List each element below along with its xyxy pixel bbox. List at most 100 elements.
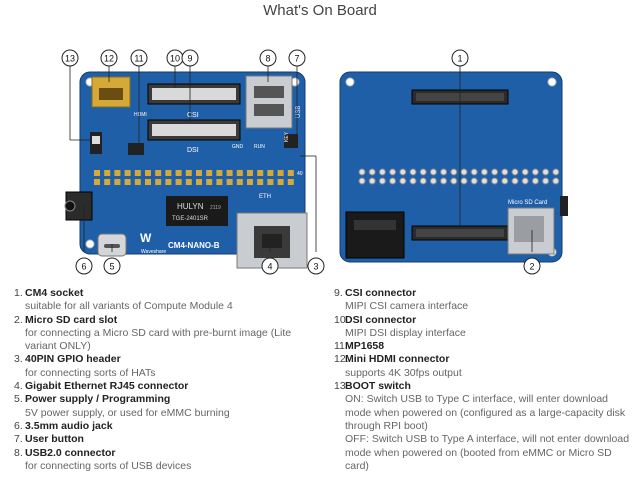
csi-silk: CSI: [187, 112, 199, 119]
gpio-pin: [165, 179, 172, 185]
item-name: USB2.0 connector: [25, 446, 116, 459]
run-silk: RUN: [254, 144, 265, 150]
back-connector: [345, 211, 405, 259]
item-description-2: OFF: Switch USB to Type A interface, wil…: [345, 433, 630, 472]
item-number: 7.: [14, 433, 23, 446]
gpio-pad: [368, 168, 376, 176]
gpio-pad: [440, 168, 448, 176]
callout-lines: [69, 66, 533, 252]
svg-text:3: 3: [313, 262, 318, 272]
gpio-pin: [206, 170, 213, 176]
gpio-pin: [155, 170, 162, 176]
gpio-pin: [277, 170, 284, 176]
gpio-pad: [531, 168, 539, 176]
brand-silk: Waveshare: [141, 249, 166, 255]
item-number: 3.: [14, 353, 23, 366]
gpio-pin: [185, 170, 192, 176]
item-name: 3.5mm audio jack: [25, 419, 113, 432]
item-number: 10.: [334, 313, 349, 326]
callout-10: 10: [166, 49, 184, 67]
gpio-pad: [450, 168, 458, 176]
gpio-pad: [419, 177, 427, 185]
item-number: 11.: [334, 340, 348, 353]
feature-list-item: 7.User button: [14, 433, 319, 446]
waveshare-logo-mark: W: [140, 231, 152, 245]
callout-6: 6: [75, 257, 93, 275]
feature-list-item: 6.3.5mm audio jack: [14, 420, 319, 433]
item-number: 4.: [14, 380, 23, 393]
board-illustration: HDMI CSI DSI GND RUN USB KEY 40 HULYN 21…: [0, 20, 640, 285]
gpio-pad: [399, 168, 407, 176]
gpio-header: [94, 170, 294, 185]
item-name: CSI connector: [345, 287, 417, 299]
gpio-pin: [104, 179, 111, 185]
gpio-pin: [124, 179, 131, 185]
gpio-pin: [175, 170, 182, 176]
item-name: Power supply / Programming: [25, 393, 171, 406]
feature-list-item: 11.MP1658: [334, 340, 630, 353]
microsd-silk: Micro SD Card: [508, 200, 547, 206]
chip-label-1: HULYN: [177, 202, 204, 211]
item-name: Micro SD card slot: [25, 313, 118, 326]
gpio-pin: [145, 170, 151, 176]
svg-text:2: 2: [529, 262, 534, 272]
gpio-pin: [216, 179, 223, 185]
gpio-pin: [257, 179, 264, 185]
item-description: for connecting sorts of HATs: [25, 366, 156, 379]
gpio-pin: [236, 170, 243, 176]
item-number: 9.: [334, 287, 343, 299]
svg-text:9: 9: [187, 54, 192, 64]
callout-2: 2: [523, 257, 541, 275]
gpio-pin: [114, 170, 121, 176]
item-description: for connecting sorts of USB devices: [25, 459, 192, 472]
gpio-pin: [226, 179, 233, 185]
gpio-pin: [267, 170, 274, 176]
gpio-pad: [521, 168, 529, 176]
gpio-pad: [419, 168, 427, 176]
chip-label-2: TGE-2401SR: [172, 216, 209, 222]
gpio-pin: [94, 179, 100, 185]
gpio-pad: [480, 177, 488, 185]
gpio-pad: [480, 168, 488, 176]
gpio-pad: [531, 177, 539, 185]
gpio-pad: [358, 177, 366, 185]
gpio-pad: [429, 177, 437, 185]
item-description: ON: Switch USB to Type C interface, will…: [345, 393, 626, 432]
item-description: supports 4K 30fps output: [345, 366, 462, 379]
item-name: 40PIN GPIO header: [25, 353, 121, 366]
item-description: MIPI CSI camera interface: [345, 300, 469, 313]
board-diagram: HDMI CSI DSI GND RUN USB KEY 40 HULYN 21…: [61, 49, 568, 275]
key-silk: KEY: [284, 131, 290, 142]
gpio-pin: [206, 179, 213, 185]
gpio-pad: [460, 177, 468, 185]
gpio-pin: [175, 179, 182, 185]
eth-silk: ETH: [259, 194, 271, 200]
svg-text:11: 11: [134, 54, 143, 64]
gnd-silk: GND: [232, 144, 244, 150]
item-number: 13.: [334, 380, 349, 393]
callout-12: 12: [100, 49, 118, 67]
gpio-pin: [104, 170, 111, 176]
ethernet-chip: [166, 196, 228, 226]
model-silk: CM4-NANO-B: [168, 241, 220, 250]
gpio-pad: [542, 177, 550, 185]
svg-text:8: 8: [265, 54, 270, 64]
item-description: for connecting a Micro SD card with pre-…: [25, 326, 292, 353]
user-button: [284, 134, 298, 148]
hdmi-silk: HDMI: [134, 112, 147, 118]
gpio-pad: [501, 168, 509, 176]
gpio-pad: [511, 168, 519, 176]
item-name: MP1658: [345, 340, 385, 353]
gpio-pin: [94, 170, 100, 176]
gpio-pads-back: [358, 168, 560, 185]
callout-3: 3: [307, 257, 325, 275]
gpio-pad: [409, 177, 417, 185]
gpio-pin: [124, 170, 131, 176]
gpio-pin: [216, 170, 223, 176]
gpio-pad: [470, 177, 478, 185]
